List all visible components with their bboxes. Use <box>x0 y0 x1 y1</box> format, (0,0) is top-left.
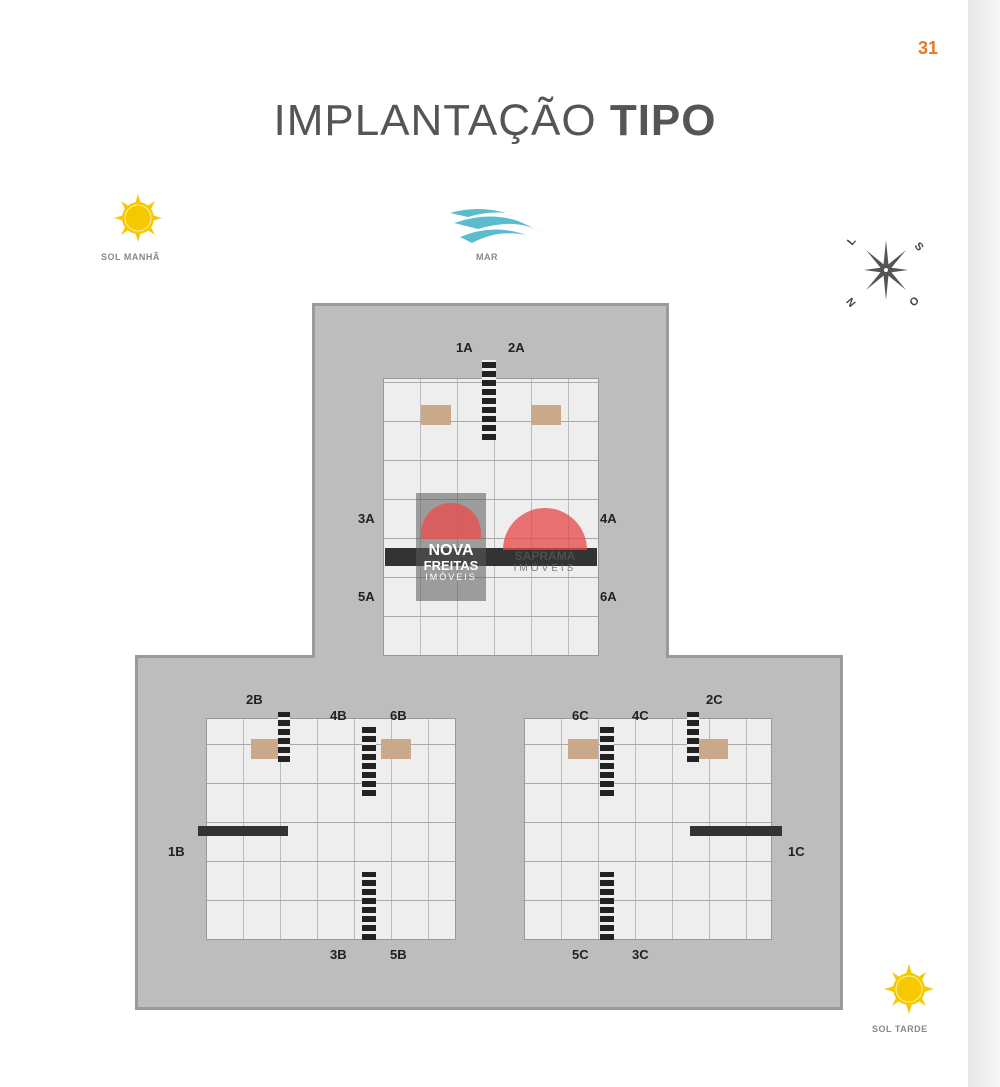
tower-c-core-3 <box>600 872 614 940</box>
unit-label: 3B <box>330 947 347 962</box>
page-number: 31 <box>918 38 939 58</box>
unit-label: 4B <box>330 708 347 723</box>
unit-label: 6C <box>572 708 589 723</box>
page-title: IMPLANTAÇÃO TIPO <box>0 96 990 146</box>
tower-b-core-3 <box>362 872 376 940</box>
compass-east: L <box>845 235 859 248</box>
unit-label: 5C <box>572 947 589 962</box>
unit-label: 5B <box>390 947 407 962</box>
sun-morning-label: SOL MANHÃ <box>101 252 160 262</box>
sea-waves-icon <box>450 209 542 243</box>
compass-north: N <box>844 295 858 309</box>
unit-label: 6A <box>600 589 617 604</box>
unit-label: 3A <box>358 511 375 526</box>
unit-label: 5A <box>358 589 375 604</box>
unit-label: 1B <box>168 844 185 859</box>
unit-label: 1A <box>456 340 473 355</box>
compass-south: S <box>912 240 926 253</box>
tower-a-core <box>482 360 496 440</box>
watermark-saprama: SAPRAMA IMÓVEIS <box>500 508 590 588</box>
watermark-freitas: FREITAS <box>423 558 479 573</box>
watermark-imoveis-right: IMÓVEIS <box>513 563 577 574</box>
watermark-imoveis-left: IMÓVEIS <box>425 572 477 582</box>
watermark-nova-freitas: NOVA FREITAS IMÓVEIS <box>416 493 486 601</box>
tower-b-floorplan <box>206 718 456 940</box>
compass-rose-icon: L S N O <box>844 235 926 309</box>
sea-label: MAR <box>476 252 498 262</box>
site-join <box>315 652 666 660</box>
unit-label: 2C <box>706 692 723 707</box>
tower-b-corridor <box>198 826 288 836</box>
tower-b-core-2 <box>362 726 376 796</box>
compass-west: O <box>907 294 922 309</box>
tower-b-core-1 <box>278 712 290 762</box>
sun-afternoon-icon <box>884 964 934 1014</box>
page-edge <box>968 0 1000 1087</box>
sun-morning-icon <box>114 194 162 242</box>
tower-c-corridor <box>690 826 782 836</box>
unit-label: 1C <box>788 844 805 859</box>
unit-label: 6B <box>390 708 407 723</box>
tower-c-core-1 <box>687 712 699 762</box>
title-regular: IMPLANTAÇÃO <box>273 96 597 145</box>
tower-c-core-2 <box>600 726 614 796</box>
unit-label: 2B <box>246 692 263 707</box>
unit-label: 2A <box>508 340 525 355</box>
title-bold: TIPO <box>609 96 717 145</box>
unit-label: 4C <box>632 708 649 723</box>
watermark-saprama-text: SAPRAMA <box>514 549 576 563</box>
unit-label: 4A <box>600 511 617 526</box>
sun-afternoon-label: SOL TARDE <box>872 1024 928 1034</box>
unit-label: 3C <box>632 947 649 962</box>
watermark-nova: NOVA <box>428 542 474 559</box>
